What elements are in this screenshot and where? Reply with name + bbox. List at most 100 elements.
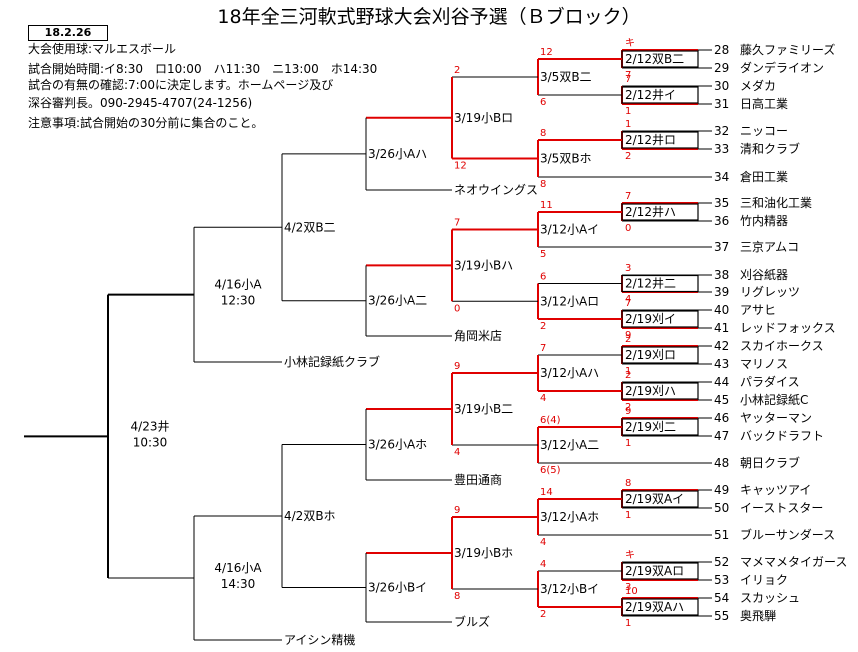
team-number: 28 [714, 43, 729, 57]
r1-match-label: 2/19刈ロ [625, 348, 676, 362]
score-r3-3-top: 9 [454, 361, 460, 372]
score-r2-5-top: 7 [540, 343, 546, 354]
score-r1-3-top: 1 [625, 119, 631, 130]
score-r3-1-top: 2 [454, 65, 460, 76]
team-name: マリノス [740, 357, 788, 371]
r1-match-label: 2/12井ハ [625, 205, 676, 219]
score-r3-2-bot: 0 [454, 303, 460, 314]
r1-match-label: 2/19刈二 [625, 420, 676, 434]
score-r2-1-top: 12 [540, 47, 553, 58]
score-r2-7-bot: 4 [540, 537, 546, 548]
final-match-label: 4/23井 [131, 419, 170, 433]
team-name: パラダイス [740, 374, 800, 389]
team-number: 33 [714, 142, 729, 156]
score-r1-7-top: 2 [625, 334, 631, 345]
score-r3-1-bot: 12 [454, 161, 467, 172]
seed-team: アイシン精機 [284, 632, 355, 647]
team-name: ブルーサンダース [740, 527, 835, 542]
score-r1-9-top: 9 [625, 406, 631, 417]
team-number: 39 [714, 285, 729, 299]
score-r1-1-bot: 7 [625, 70, 631, 81]
team-name: 刈谷紙器 [740, 267, 788, 282]
team-name: スカッシュ [740, 591, 800, 605]
team-name: 清和クラブ [740, 141, 800, 156]
score-r1-1-top: キ [625, 38, 635, 49]
score-r2-5-bot: 4 [540, 393, 546, 404]
team-number: 50 [714, 501, 729, 515]
seed-team: ブルズ [454, 614, 490, 629]
r1-match-label: 2/19双Aハ [625, 600, 684, 614]
team-name: 藤久ファミリーズ [740, 42, 835, 57]
score-r1-4-bot: 0 [625, 223, 631, 234]
team-number: 44 [714, 375, 729, 389]
score-r3-2-top: 7 [454, 218, 460, 229]
r5-match-label: 4/2双Bホ [284, 509, 336, 523]
r1-match-label: 2/19双Aイ [625, 492, 684, 506]
r4-match-label: 3/26小A二 [368, 294, 427, 308]
score-r1-6-top: 7 [625, 298, 631, 309]
score-r2-6-top: 6(4) [540, 415, 561, 426]
r3-match-label: 3/19小Bハ [454, 258, 513, 272]
score-r1-6-bot: 9 [625, 330, 631, 341]
team-number: 51 [714, 528, 729, 542]
final-match-time: 10:30 [133, 435, 168, 449]
r2-match-label: 3/12小Aハ [540, 366, 599, 380]
score-r2-7-top: 14 [540, 487, 553, 498]
team-number: 55 [714, 609, 729, 623]
r2-match-label: 3/5双B二 [540, 70, 592, 84]
score-r1-10-top: 8 [625, 478, 631, 489]
score-r2-3-bot: 5 [540, 249, 546, 260]
r1-match-label: 2/19双Aロ [625, 564, 684, 578]
score-r1-4-top: 7 [625, 191, 631, 202]
r1-match-label: 2/12双B二 [625, 52, 684, 66]
score-r3-4-top: 9 [454, 505, 460, 516]
r6-match-time: 12:30 [221, 294, 256, 308]
page-title: 18年全三河軟式野球大会刈谷予選（Ｂブロック） [217, 6, 641, 28]
r3-match-label: 3/19小Bロ [454, 111, 513, 125]
team-number: 34 [714, 170, 729, 184]
r1-match-label: 2/12井ロ [625, 133, 676, 147]
seed-team: 角岡米店 [454, 329, 502, 343]
team-number: 35 [714, 196, 729, 210]
team-number: 53 [714, 573, 729, 587]
team-name: 小林記録紙C [740, 392, 808, 407]
team-number: 32 [714, 124, 729, 138]
team-name: メダカ [740, 78, 776, 93]
score-r1-8-top: 2 [625, 370, 631, 381]
r1-match-label: 2/19刈ハ [625, 384, 676, 398]
r4-match-label: 3/26小Aホ [368, 438, 427, 452]
team-number: 30 [714, 79, 729, 93]
r3-match-label: 3/19小B二 [454, 402, 513, 416]
note-umpire: 深谷審判長。090-2945-4707(24-1256) [28, 96, 253, 110]
date-stamp: 18.2.26 [28, 25, 108, 41]
score-r2-8-bot: 2 [540, 609, 546, 620]
note-start-times: 試合開始時間:イ8:30 ロ10:00 ハ11:30 ニ13:00 ホ14:30 [28, 62, 378, 76]
r6-match-label: 4/16小A [214, 278, 262, 292]
team-name: 倉田工業 [740, 169, 788, 184]
team-name: マメマメタイガース [740, 555, 847, 569]
team-name: 朝日クラブ [740, 455, 800, 470]
score-r1-8-bot: 2 [625, 402, 631, 413]
team-number: 41 [714, 321, 729, 335]
team-name: 竹内精器 [740, 214, 788, 228]
score-r2-6-bot: 6(5) [540, 465, 561, 476]
score-r1-5-bot: 4 [625, 294, 631, 305]
team-number: 46 [714, 411, 729, 425]
team-number: 49 [714, 483, 729, 497]
r5-match-label: 4/2双B二 [284, 220, 336, 234]
team-name: ニッコー [740, 124, 788, 138]
team-name: レッドフォックス [740, 321, 836, 335]
score-r2-1-bot: 6 [540, 97, 546, 108]
r4-match-label: 3/26小Bイ [368, 581, 427, 595]
score-r1-7-bot: 1 [625, 366, 631, 377]
team-name: 三京アムコ [740, 240, 799, 254]
team-name: 奥飛騨 [740, 608, 776, 623]
team-number: 37 [714, 240, 729, 254]
score-r1-12-top: 10 [625, 586, 638, 597]
team-number: 38 [714, 268, 729, 282]
score-r1-11-top: キ [625, 550, 635, 561]
team-name: 三和油化工業 [740, 196, 812, 210]
team-number: 54 [714, 591, 729, 605]
team-number: 52 [714, 555, 729, 569]
